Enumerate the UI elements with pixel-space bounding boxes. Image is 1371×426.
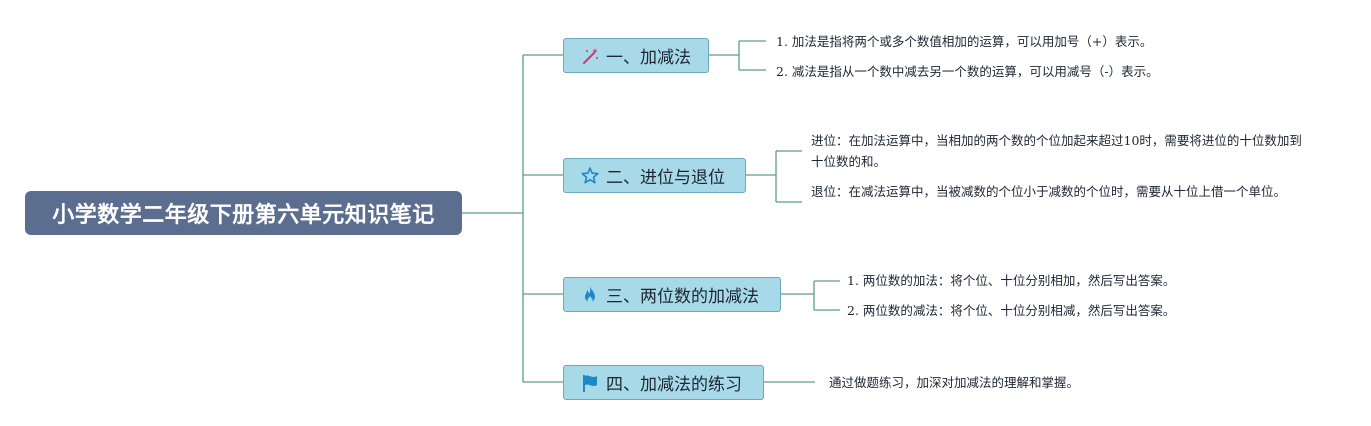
branch-label: 三、两位数的加减法 — [606, 287, 759, 307]
branch-3-leaf-links — [781, 280, 840, 311]
flag-icon — [580, 373, 600, 393]
branch-practice[interactable]: 四、加减法的练习 — [563, 365, 764, 400]
star-icon — [580, 166, 600, 186]
branch-addition-subtraction[interactable]: 一、加减法 — [563, 38, 709, 73]
leaf-carry[interactable]: 进位：在加法运算中，当相加的两个数的个位加起来超过10时，需要将进位的十位数加到… — [811, 133, 1302, 169]
root-topic[interactable]: 小学数学二年级下册第六单元知识笔记 — [25, 191, 462, 235]
leaf-borrow[interactable]: 退位：在减法运算中，当被减数的个位小于减数的个位时，需要从十位上借一个单位。 — [811, 184, 1287, 199]
leaf-two-digit-subtraction[interactable]: 2. 两位数的减法：将个位、十位分别相减，然后写出答案。 — [847, 303, 1176, 318]
leaf-practice[interactable]: 通过做题练习，加深对加减法的理解和掌握。 — [829, 375, 1080, 390]
branch-2-leaf-links — [746, 150, 802, 203]
branch-carry-borrow[interactable]: 二、进位与退位 — [563, 158, 746, 193]
leaf-two-digit-addition[interactable]: 1. 两位数的加法：将个位、十位分别相加，然后写出答案。 — [847, 273, 1176, 288]
magic-wand-icon — [580, 46, 600, 66]
branch-label: 一、加减法 — [606, 48, 691, 68]
branch-1-leaf-links — [709, 40, 766, 71]
branch-two-digit[interactable]: 三、两位数的加减法 — [563, 277, 781, 312]
leaf-addition-definition[interactable]: 1. 加法是指将两个或多个数值相加的运算，可以用加号（+）表示。 — [776, 34, 1153, 49]
branch-label: 四、加减法的练习 — [606, 375, 742, 395]
branch-label: 二、进位与退位 — [606, 168, 725, 188]
flame-icon — [580, 285, 600, 305]
root-title: 小学数学二年级下册第六单元知识笔记 — [52, 203, 435, 228]
leaf-subtraction-definition[interactable]: 2. 减法是指从一个数中减去另一个数的运算，可以用减号（-）表示。 — [776, 64, 1159, 79]
